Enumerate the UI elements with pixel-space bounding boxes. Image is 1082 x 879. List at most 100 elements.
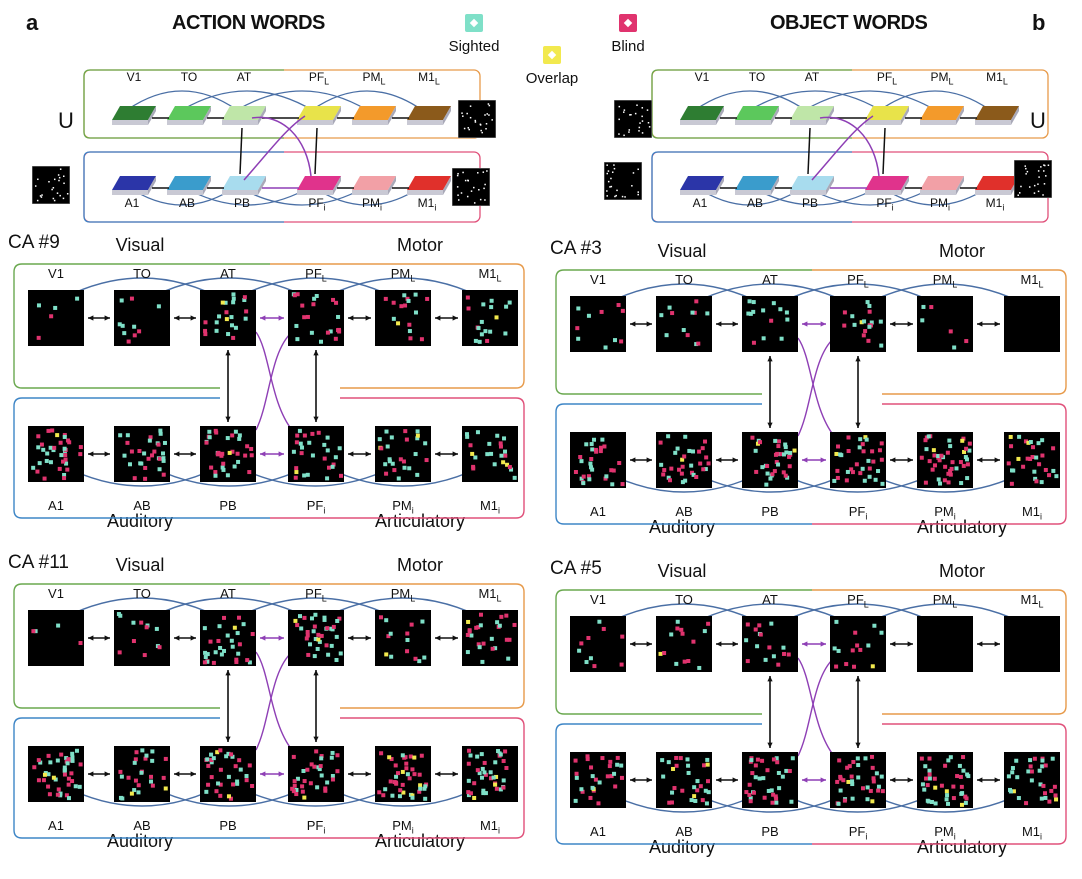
noise-input-icon [32,166,70,204]
schematic-bottom-label: PFi [876,196,894,213]
schematic-bottom-label: A1 [124,196,140,210]
top-area-activity-map [742,616,798,672]
area-label-bottom: AB [133,818,151,833]
area-label-bottom: PB [219,818,237,833]
bottom-area-activity-map [375,426,431,482]
top-area-activity-map [462,290,518,346]
action-words-header: ACTION WORDS [172,12,325,34]
u-label: U [1030,108,1046,133]
top-area-activity-map [917,296,973,352]
top-area-activity-map [200,610,256,666]
top-area-activity-map [742,296,798,352]
bottom-area-activity-map [114,746,170,802]
area-label-top: TO [133,266,151,281]
schematic-bottom-label: A1 [692,196,708,210]
top-area-activity-map [656,296,712,352]
area-label-bottom: PFi [306,498,326,516]
category-visual: Visual [115,555,165,575]
schematic-bottom-label: AB [178,196,196,210]
area-label-top: AT [762,272,778,287]
area-label-top: AT [220,586,236,601]
area-label-top: TO [133,586,151,601]
bottom-area-activity-map [656,752,712,808]
area-label-bottom: PMi [392,498,414,516]
area-label-bottom: PMi [934,824,956,842]
bottom-area-activity-map [830,432,886,488]
object-words-header: OBJECT WORDS [770,12,928,34]
bottom-area-activity-map [570,432,626,488]
bottom-area-activity-map [200,426,256,482]
area-label-top: V1 [48,586,64,601]
top-area-activity-map [570,616,626,672]
category-motor: Motor [938,561,986,581]
area-label-bottom: PMi [934,504,956,522]
noise-input-icon [614,100,652,138]
area-label-top: PML [932,272,958,290]
top-area-activity-map [114,610,170,666]
area-label-top: V1 [48,266,64,281]
category-auditory: Auditory [648,517,716,537]
bottom-area-activity-map [114,426,170,482]
ca-title: CA #5 [550,558,602,579]
bottom-area-activity-map [28,746,84,802]
noise-input-icon [452,168,490,206]
schematic-top-label: TO [748,70,766,84]
area-label-bottom: AB [675,824,693,839]
area-label-bottom: PFi [306,818,326,836]
bottom-area-activity-map [742,432,798,488]
top-area-activity-map [656,616,712,672]
area-label-bottom: M1i [479,818,501,836]
area-label-bottom: PB [761,824,779,839]
schematic-bottom-label: PMi [362,196,382,213]
area-label-bottom: M1i [1021,504,1043,522]
ca-title: CA #9 [8,232,60,253]
panel-b-letter: b [1032,10,1046,35]
top-area-activity-map [288,290,344,346]
category-visual: Visual [657,561,707,581]
area-label-top: M1L [478,586,502,604]
top-area-activity-map [28,290,84,346]
category-visual: Visual [657,241,707,261]
top-area-activity-map [375,610,431,666]
area-label-top: PML [390,586,416,604]
area-label-top: PFL [847,272,869,290]
area-label-top: M1L [1020,272,1044,290]
category-motor: Motor [938,241,986,261]
top-area-activity-map [375,290,431,346]
schematic-top-label: PML [362,70,386,87]
ca-title: CA #3 [550,238,602,259]
schematic-top-label: TO [180,70,198,84]
schematic-bottom-label: PFi [308,196,326,213]
category-articulatory: Articulatory [374,831,466,851]
top-area-activity-map [917,616,973,672]
schematic-bottom-label: M1i [417,196,437,213]
ca-network [13,583,525,839]
category-auditory: Auditory [648,837,716,857]
area-label-bottom: PB [761,504,779,519]
bottom-area-activity-map [288,746,344,802]
schematic-bottom-label: M1i [985,196,1005,213]
architecture-schematic [83,69,481,223]
schematic-top-label: PML [930,70,954,87]
area-label-bottom: M1i [1021,824,1043,842]
area-label-bottom: PFi [848,824,868,842]
top-area-activity-map [830,616,886,672]
bottom-area-activity-map [570,752,626,808]
ca-network [555,269,1067,525]
area-label-top: PFL [847,592,869,610]
blind-swatch-icon [619,14,637,32]
top-area-activity-map [462,610,518,666]
noise-input-icon [604,162,642,200]
schematic-bottom-label: PMi [930,196,950,213]
schematic-top-label: AT [804,70,820,84]
area-label-bottom: A1 [590,504,606,519]
category-visual: Visual [115,235,165,255]
sighted-swatch-icon [465,14,483,32]
category-auditory: Auditory [106,511,174,531]
blind-label: Blind [611,38,645,55]
area-label-top: V1 [590,592,606,607]
bottom-area-activity-map [462,426,518,482]
schematic-bottom-label: PB [801,196,819,210]
top-area-activity-map [1004,296,1060,352]
overlap-label: Overlap [525,70,579,87]
